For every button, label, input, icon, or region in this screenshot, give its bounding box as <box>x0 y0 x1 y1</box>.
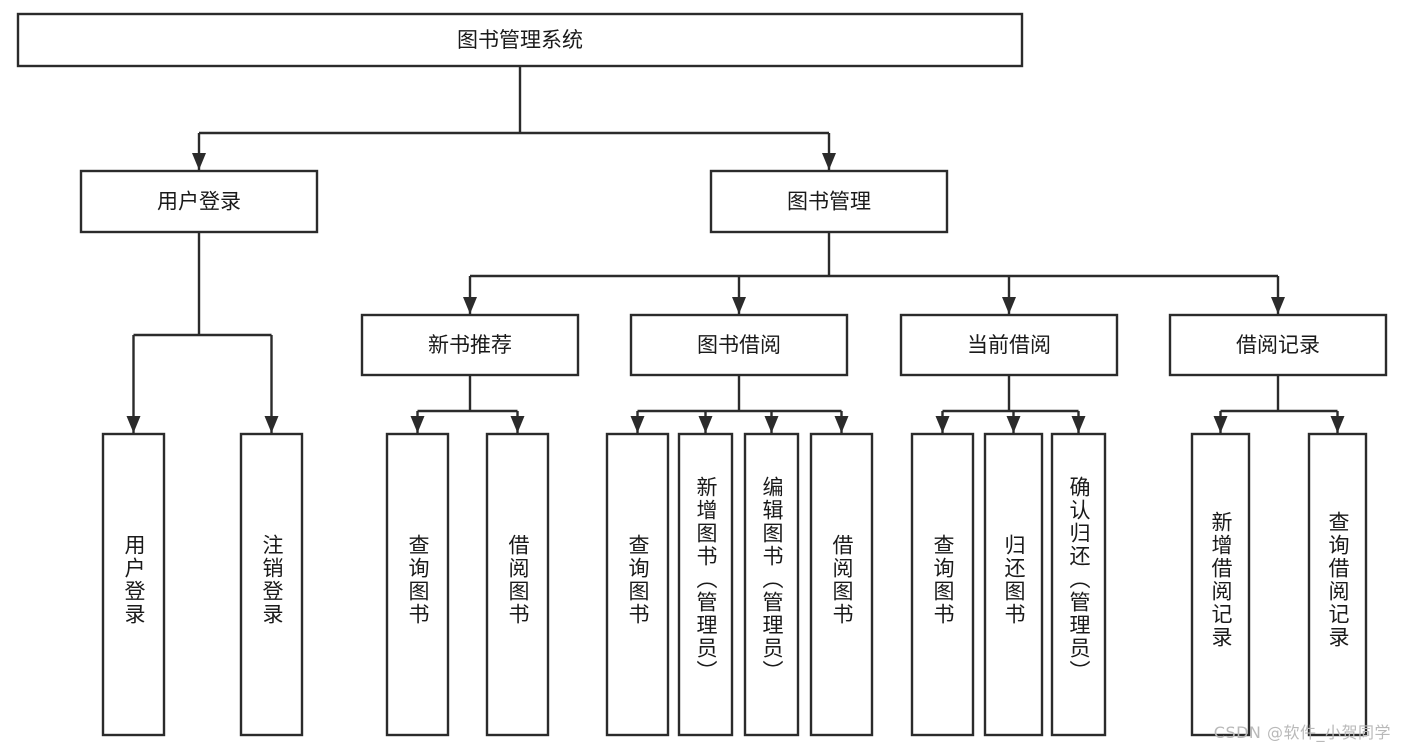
node-box-leaf-add-borrow-record[interactable] <box>1190 432 1251 737</box>
node-box-new-book-recommend[interactable] <box>360 313 580 377</box>
node-box-current-borrow[interactable] <box>899 313 1119 377</box>
node-boxes-layer <box>16 12 1388 737</box>
node-box-leaf-edit-book[interactable] <box>743 432 800 737</box>
user-login-to-leaf-arrow-0 <box>126 416 141 433</box>
node-box-leaf-borrow-book-2[interactable] <box>809 432 874 737</box>
book-borrow-to-leaf-arrow-1 <box>698 416 713 433</box>
node-box-borrow-record[interactable] <box>1168 313 1388 377</box>
new-book-recommend-to-leaf-arrow-1 <box>510 416 525 433</box>
node-box-user-login[interactable] <box>79 169 319 234</box>
csdn-watermark: CSDN @软件_小贺同学 <box>1213 723 1391 742</box>
node-label-book-borrow: 图书借阅 <box>697 333 781 357</box>
borrow-record-to-leaf-arrow-1 <box>1330 416 1345 433</box>
node-box-book-borrow[interactable] <box>629 313 849 377</box>
user-login-to-leaf-arrow-1 <box>264 416 279 433</box>
node-box-leaf-query-book-3[interactable] <box>910 432 975 737</box>
current-borrow-to-leaf-arrow-0 <box>935 416 950 433</box>
current-borrow-to-leaf-arrow-1 <box>1006 416 1021 433</box>
node-label-root: 图书管理系统 <box>457 28 583 52</box>
book-borrow-to-leaf-arrow-3 <box>834 416 849 433</box>
new-book-recommend-to-leaf-arrow-0 <box>410 416 425 433</box>
node-box-leaf-return-book[interactable] <box>983 432 1044 737</box>
node-label-borrow-record: 借阅记录 <box>1236 333 1320 357</box>
node-box-root[interactable] <box>16 12 1024 68</box>
bookmanage-to-l3-arrow-0 <box>463 297 477 314</box>
node-label-book-manage: 图书管理 <box>787 190 871 214</box>
node-box-leaf-confirm-return[interactable] <box>1050 432 1107 737</box>
bookmanage-to-l3-arrow-3 <box>1271 297 1285 314</box>
node-box-book-manage[interactable] <box>709 169 949 234</box>
node-box-leaf-user-login[interactable] <box>101 432 166 737</box>
node-label-new-book-recommend: 新书推荐 <box>428 333 512 357</box>
node-label-user-login: 用户登录 <box>157 190 241 214</box>
node-box-leaf-borrow-book-1[interactable] <box>485 432 550 737</box>
root-to-l2-arrow-0 <box>192 153 206 170</box>
node-box-leaf-query-borrow-record[interactable] <box>1307 432 1368 737</box>
root-to-l2-arrow-1 <box>822 153 836 170</box>
connector-lines-layer <box>126 66 1345 433</box>
node-box-leaf-query-book-1[interactable] <box>385 432 450 737</box>
bookmanage-to-l3-arrow-1 <box>732 297 746 314</box>
current-borrow-to-leaf-arrow-2 <box>1071 416 1086 433</box>
book-borrow-to-leaf-arrow-2 <box>764 416 779 433</box>
node-label-current-borrow: 当前借阅 <box>967 333 1051 357</box>
bookmanage-to-l3-arrow-2 <box>1002 297 1016 314</box>
node-box-leaf-query-book-2[interactable] <box>605 432 670 737</box>
book-borrow-to-leaf-arrow-0 <box>630 416 645 433</box>
borrow-record-to-leaf-arrow-0 <box>1213 416 1228 433</box>
node-box-leaf-add-book[interactable] <box>677 432 734 737</box>
node-box-leaf-logout[interactable] <box>239 432 304 737</box>
